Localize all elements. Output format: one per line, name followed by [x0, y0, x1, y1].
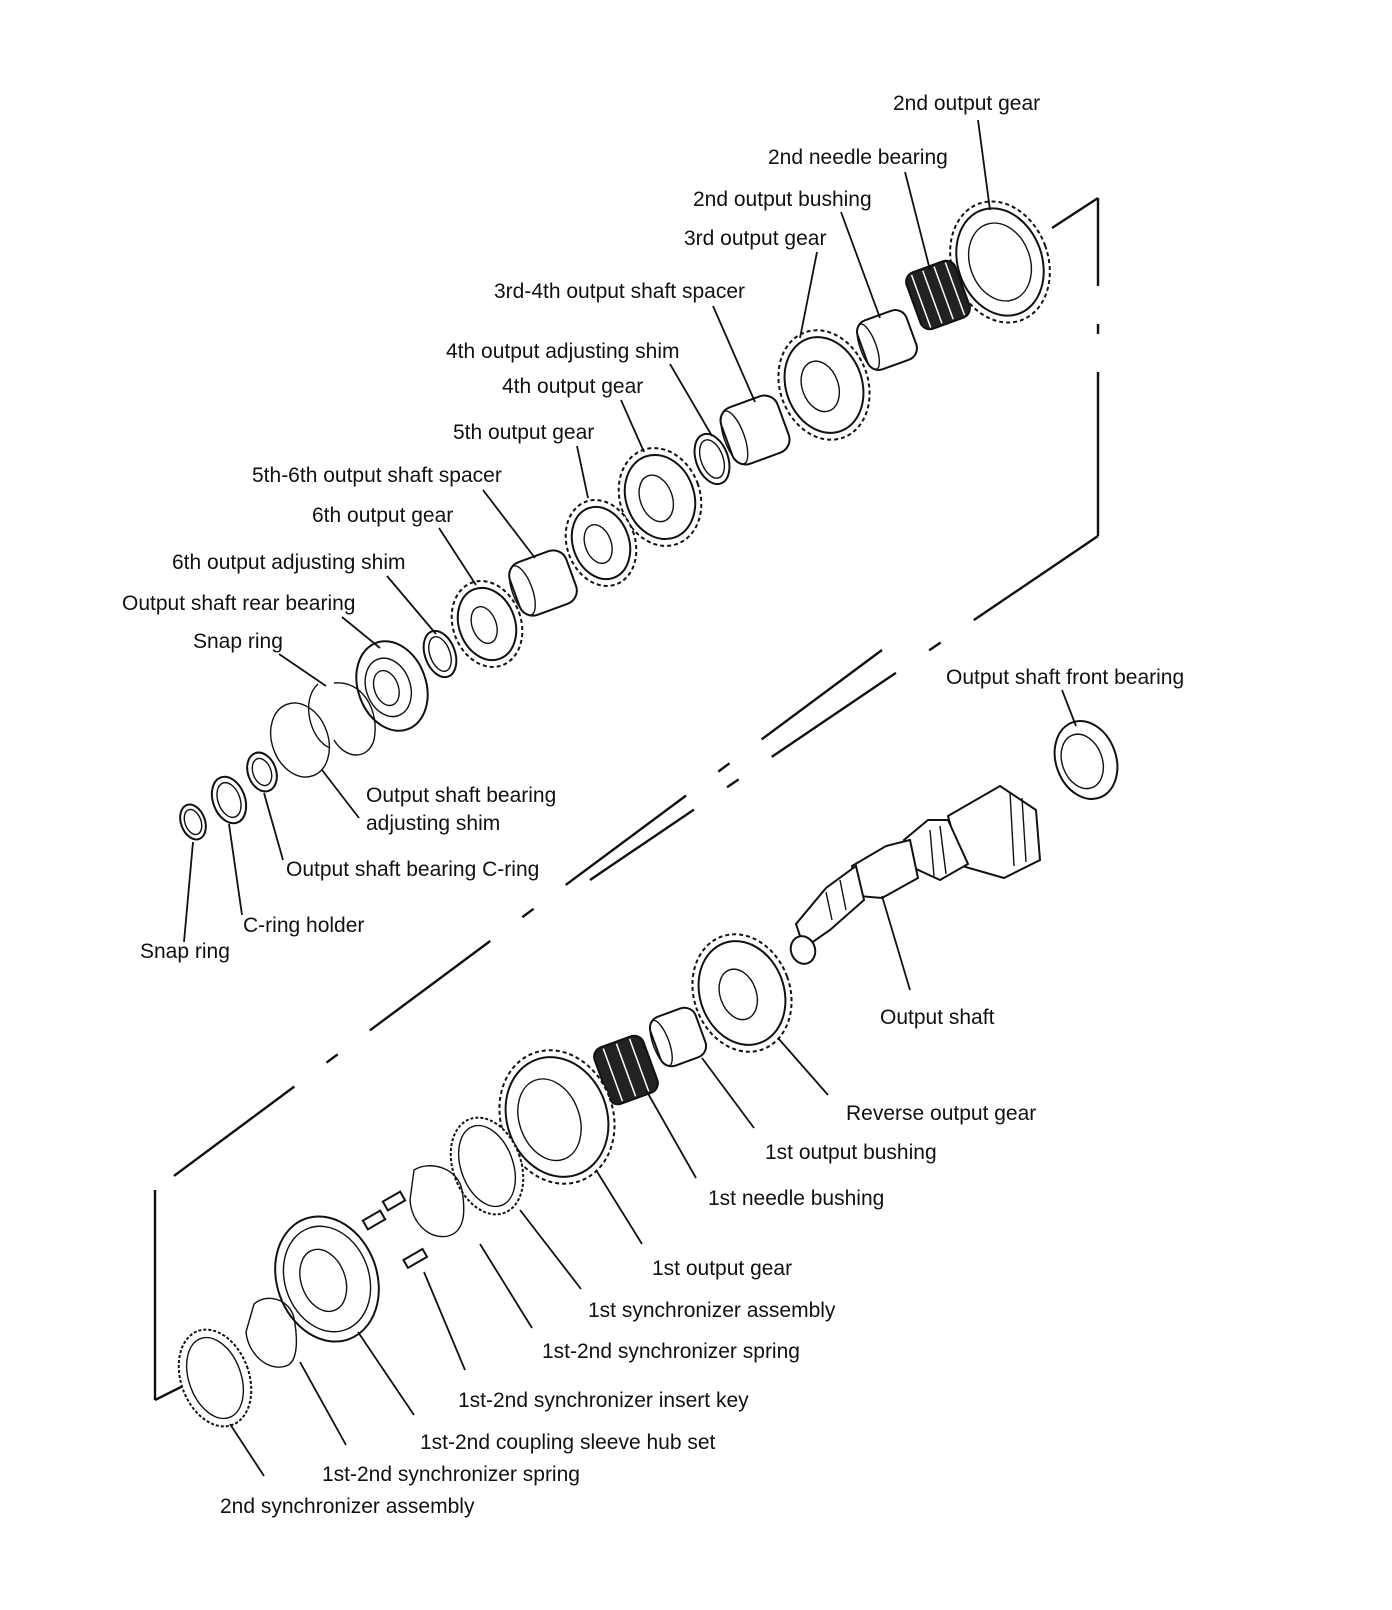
first-second-sync-spring-upper-part [409, 1165, 465, 1238]
second-output-bushing-part [856, 309, 918, 371]
label-first-output-gear: 1st output gear [652, 1257, 792, 1280]
coupling-sleeve-hub-part [274, 1215, 380, 1343]
label-c-ring-holder: C-ring holder [243, 914, 364, 937]
label-sixth-adjusting-shim: 6th output adjusting shim [172, 551, 405, 574]
label-first-output-bushing: 1st output bushing [765, 1141, 937, 1164]
snap-ring-upper-part [333, 682, 376, 756]
second-needle-bearing-part [905, 259, 971, 331]
label-insert-key: 1st-2nd synchronizer insert key [458, 1389, 749, 1412]
second-synchronizer-assembly-part [177, 1328, 253, 1428]
label-sleeve-hub: 1st-2nd coupling sleeve hub set [420, 1431, 716, 1454]
label-bearing-c-ring: Output shaft bearing C-ring [286, 858, 539, 881]
label-first-synchronizer-assembly: 1st synchronizer assembly [588, 1299, 836, 1322]
bearing-adjusting-shim-part [269, 702, 331, 778]
fourth-adjusting-shim-part [693, 432, 731, 486]
leader-lines [183, 119, 1077, 1477]
label-fourth-adjusting-shim: 4th output adjusting shim [446, 340, 679, 363]
rear-bearing-part [355, 640, 429, 732]
sixth-output-gear-part [450, 580, 524, 668]
label-sync-spring-lower: 1st-2nd synchronizer spring [322, 1463, 580, 1486]
first-second-sync-spring-lower-part [245, 1297, 298, 1368]
third-output-gear-part [777, 329, 871, 441]
insert-keys-part [361, 1190, 429, 1270]
lower-group-parts [177, 720, 1119, 1428]
label-second-output-bushing: 2nd output bushing [693, 188, 872, 211]
first-synchronizer-assembly-part [449, 1116, 525, 1216]
bearing-c-ring-part [246, 751, 278, 793]
label-sync-spring-upper: 1st-2nd synchronizer spring [542, 1340, 800, 1363]
upper-group-parts [179, 200, 1051, 841]
label-sixth-output-gear: 6th output gear [312, 504, 453, 527]
label-first-needle-bushing: 1st needle bushing [708, 1187, 884, 1210]
fourth-output-gear-part [617, 447, 703, 547]
label-second-output-gear: 2nd output gear [893, 92, 1040, 115]
snap-ring-lower-part [179, 803, 207, 841]
label-snap-ring-lower: Snap ring [140, 940, 230, 963]
third-fourth-spacer-part [719, 394, 791, 466]
second-output-gear-part [949, 200, 1051, 324]
label-output-shaft: Output shaft [880, 1006, 995, 1029]
label-reverse-output-gear: Reverse output gear [846, 1102, 1036, 1125]
label-third-fourth-spacer: 3rd-4th output shaft spacer [494, 280, 745, 303]
first-needle-bushing-part [593, 1034, 659, 1106]
label-front-bearing: Output shaft front bearing [946, 666, 1184, 689]
c-ring-holder-part [210, 775, 248, 825]
label-second-needle-bearing: 2nd needle bearing [768, 146, 948, 169]
label-bearing-adjusting-shim-1: Output shaft bearing [366, 784, 556, 807]
sixth-adjusting-shim-part [422, 629, 458, 679]
reverse-output-gear-part [691, 933, 793, 1053]
fifth-output-gear-part [564, 499, 638, 587]
label-rear-bearing: Output shaft rear bearing [122, 592, 355, 615]
label-fifth-output-gear: 5th output gear [453, 421, 594, 444]
label-second-synchronizer-assembly: 2nd synchronizer assembly [220, 1495, 475, 1518]
upper-group-frame [589, 196, 1100, 881]
first-output-gear-part [498, 1049, 616, 1185]
label-fourth-output-gear: 4th output gear [502, 375, 643, 398]
front-bearing-part [1053, 720, 1119, 800]
output-shaft-part [789, 784, 1042, 965]
first-output-bushing-part [648, 1006, 708, 1068]
labels: 2nd output gear 2nd needle bearing 2nd o… [122, 92, 1184, 1518]
label-bearing-adjusting-shim-2: adjusting shim [366, 812, 500, 835]
label-snap-ring-upper: Snap ring [193, 630, 283, 653]
label-fifth-sixth-spacer: 5th-6th output shaft spacer [252, 464, 502, 487]
label-third-output-gear: 3rd output gear [684, 227, 826, 250]
